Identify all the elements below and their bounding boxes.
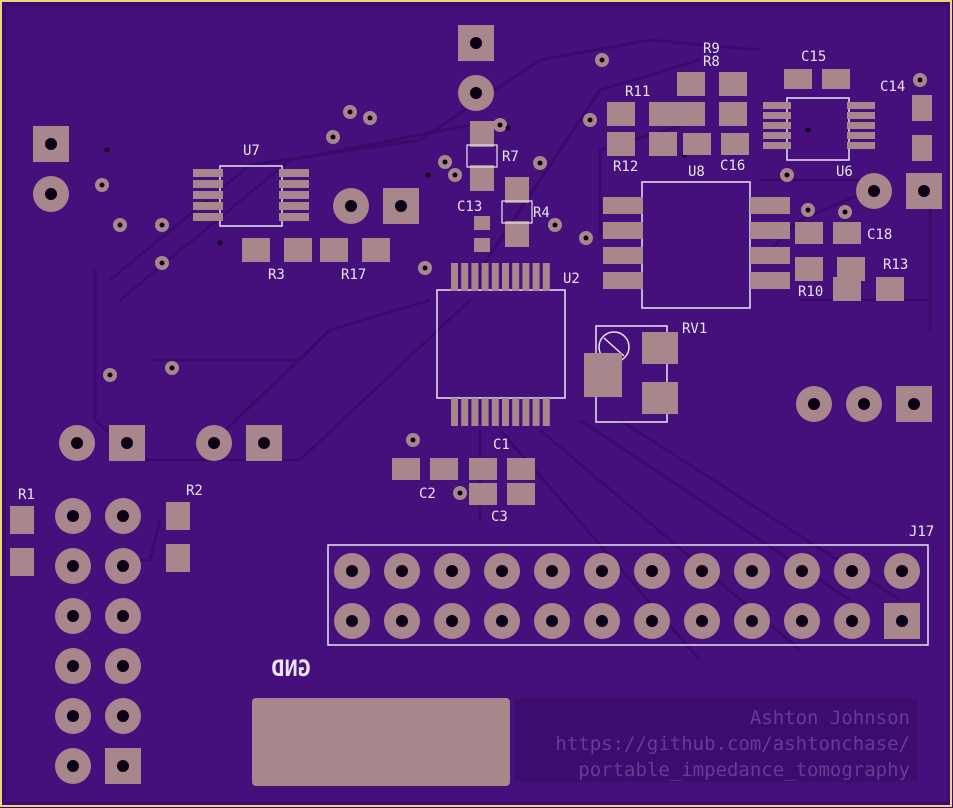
label-r4: R4 [533, 205, 550, 221]
label-c13: C13 [457, 199, 482, 215]
u2-pad [502, 398, 509, 426]
u2-pad [481, 398, 489, 426]
u2-pad [451, 263, 458, 291]
j17-drill [396, 615, 408, 627]
j17-drill [596, 615, 608, 627]
author-block-bg [515, 698, 917, 782]
label-u8: U8 [688, 164, 705, 180]
label-r7: R7 [502, 149, 519, 165]
j17-drill [496, 565, 508, 577]
j17-drill [446, 615, 458, 627]
u7-chip [193, 165, 309, 227]
r4-pads [505, 177, 529, 247]
u2-pad [481, 263, 489, 291]
u2-pad [532, 263, 540, 291]
label-gnd: GND [271, 657, 311, 682]
u2-pad [512, 398, 520, 426]
left-header [55, 498, 141, 784]
rv1-trimmer [584, 325, 678, 423]
j17-drill [596, 565, 608, 577]
u2-chip [436, 263, 566, 426]
c13-pads [474, 216, 490, 252]
u2-pad [461, 398, 469, 426]
u2-pad [502, 263, 509, 291]
u2-pad [532, 398, 540, 426]
label-r8: R8 [703, 54, 720, 70]
smd-cluster-top [607, 69, 932, 161]
gnd-pad [252, 698, 510, 786]
u2-pad [522, 263, 530, 291]
u2-pad [491, 263, 499, 291]
j17-drill [796, 565, 808, 577]
j17-drill [346, 565, 358, 577]
label-r12: R12 [613, 159, 638, 175]
j17-drill [696, 565, 708, 577]
label-c15: C15 [801, 49, 826, 65]
j17-header [327, 544, 929, 646]
u8-chip [603, 181, 790, 309]
j17-drill [646, 615, 658, 627]
label-c14: C14 [880, 79, 905, 95]
author-name: Ashton Johnson [750, 707, 910, 729]
j17-drill [346, 615, 358, 627]
j17-drill [896, 565, 908, 577]
label-c3: C3 [491, 509, 508, 525]
j17-drill [746, 565, 758, 577]
j17-drill [546, 615, 558, 627]
label-r13: R13 [883, 257, 908, 273]
j17-drill [446, 565, 458, 577]
u2-pad [512, 263, 520, 291]
u2-pad [471, 263, 479, 291]
label-r1: R1 [18, 487, 35, 503]
label-r10: R10 [798, 284, 823, 300]
label-c18: C18 [867, 227, 892, 243]
j17-drill [496, 615, 508, 627]
u6-chip [763, 97, 875, 161]
j17-drill [846, 565, 858, 577]
j17-drill [546, 565, 558, 577]
r1-r2-pads [10, 502, 190, 576]
j17-drill [696, 615, 708, 627]
label-u6: U6 [836, 164, 853, 180]
label-u7: U7 [243, 143, 260, 159]
smd-cluster-right [795, 222, 904, 301]
th-pads [33, 25, 942, 461]
u2-pad [542, 263, 550, 291]
j17-drill [796, 615, 808, 627]
u2-pad [491, 398, 499, 426]
label-c2: C2 [419, 486, 436, 502]
j17-drill [846, 615, 858, 627]
label-r17: R17 [341, 267, 366, 283]
author-url-line1: https://github.com/ashtonchase/ [555, 733, 910, 755]
u2-pad [542, 398, 550, 426]
smd-caps-bottom [392, 458, 535, 505]
r7-pads [470, 121, 494, 191]
label-c16: C16 [720, 158, 745, 174]
j17-drill [896, 615, 908, 627]
label-u2: U2 [563, 271, 580, 287]
label-r9: R9 [703, 41, 720, 57]
u2-pad [471, 398, 479, 426]
resistors-u7 [242, 238, 390, 262]
label-rv1: RV1 [682, 321, 707, 337]
j17-drill [746, 615, 758, 627]
label-j17: J17 [909, 524, 934, 540]
j17-drill [646, 565, 658, 577]
u2-pad [451, 398, 458, 426]
label-r3: R3 [268, 267, 285, 283]
label-r2: R2 [186, 483, 203, 499]
label-c1: C1 [493, 437, 510, 453]
author-url-line2: portable_impedance_tomography [578, 759, 910, 781]
u2-pad [461, 263, 469, 291]
label-r11: R11 [625, 84, 650, 100]
j17-drill [396, 565, 408, 577]
u2-pad [522, 398, 530, 426]
